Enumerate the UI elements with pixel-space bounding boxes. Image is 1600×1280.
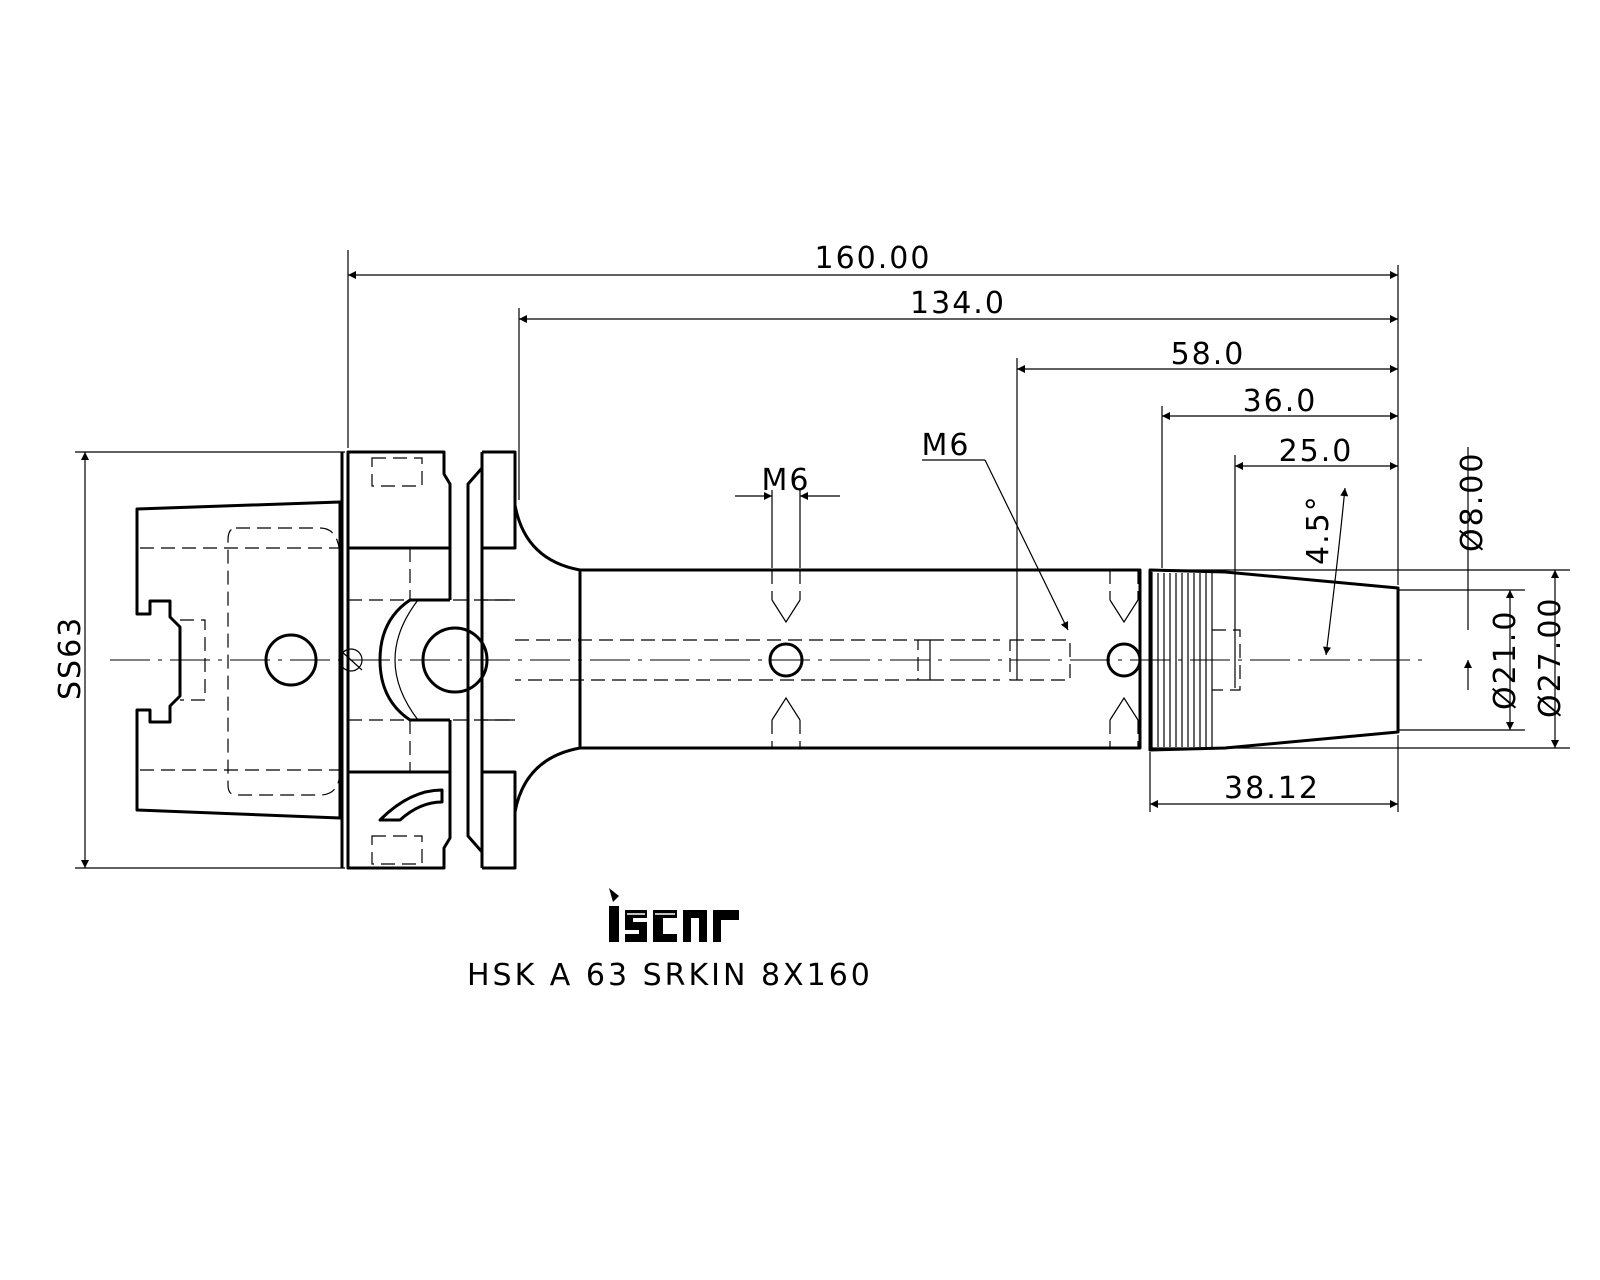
dim-taper-angle-label: 4.5° <box>1301 494 1336 565</box>
nose <box>1148 568 1400 752</box>
dim-m6-offset: 58.0 <box>1016 337 1398 680</box>
dim-overall-length: 160.00 <box>347 241 1399 585</box>
callout-m6-left: M6 <box>735 463 840 568</box>
dim-thread-offset: 36.0 <box>1161 384 1398 568</box>
callout-m6-left-label: M6 <box>762 463 811 498</box>
dim-taper-angle: 4.5° <box>1301 487 1349 656</box>
flange <box>339 450 517 870</box>
dim-shank-length-label: 134.0 <box>910 286 1006 321</box>
dim-flange-size: SS63 <box>53 451 345 869</box>
dim-nose-length: 38.12 <box>1149 735 1399 812</box>
dim-body-diameter: Ø27.00 <box>1150 569 1570 749</box>
dim-overall-length-label: 160.00 <box>815 241 932 276</box>
dim-flange-size-label: SS63 <box>53 616 88 700</box>
shank <box>513 452 1142 868</box>
dim-nose-diameter-label: Ø21.0 <box>1488 610 1523 710</box>
thread-lines <box>1151 572 1213 748</box>
dim-m6-offset-label: 58.0 <box>1171 337 1246 372</box>
dim-thread-offset-label: 36.0 <box>1243 384 1318 419</box>
dim-nose-length-label: 38.12 <box>1224 771 1320 806</box>
dim-bore-diameter: Ø8.00 <box>1455 447 1490 690</box>
hsk-taper <box>135 500 342 820</box>
dim-body-diameter-label: Ø27.00 <box>1533 597 1568 719</box>
dim-bore-depth: 25.0 <box>1234 434 1398 688</box>
iscar-logo <box>609 888 739 942</box>
dim-bore-depth-label: 25.0 <box>1279 434 1354 469</box>
dim-nose-diameter: Ø21.0 <box>1398 589 1525 731</box>
callout-m6-right-label: M6 <box>922 428 971 463</box>
dim-bore-diameter-label: Ø8.00 <box>1455 452 1490 552</box>
part-designation: HSK A 63 SRKIN 8X160 <box>467 958 873 993</box>
dim-shank-length: 134.0 <box>518 286 1398 500</box>
callout-m6-right: M6 <box>922 428 1069 631</box>
